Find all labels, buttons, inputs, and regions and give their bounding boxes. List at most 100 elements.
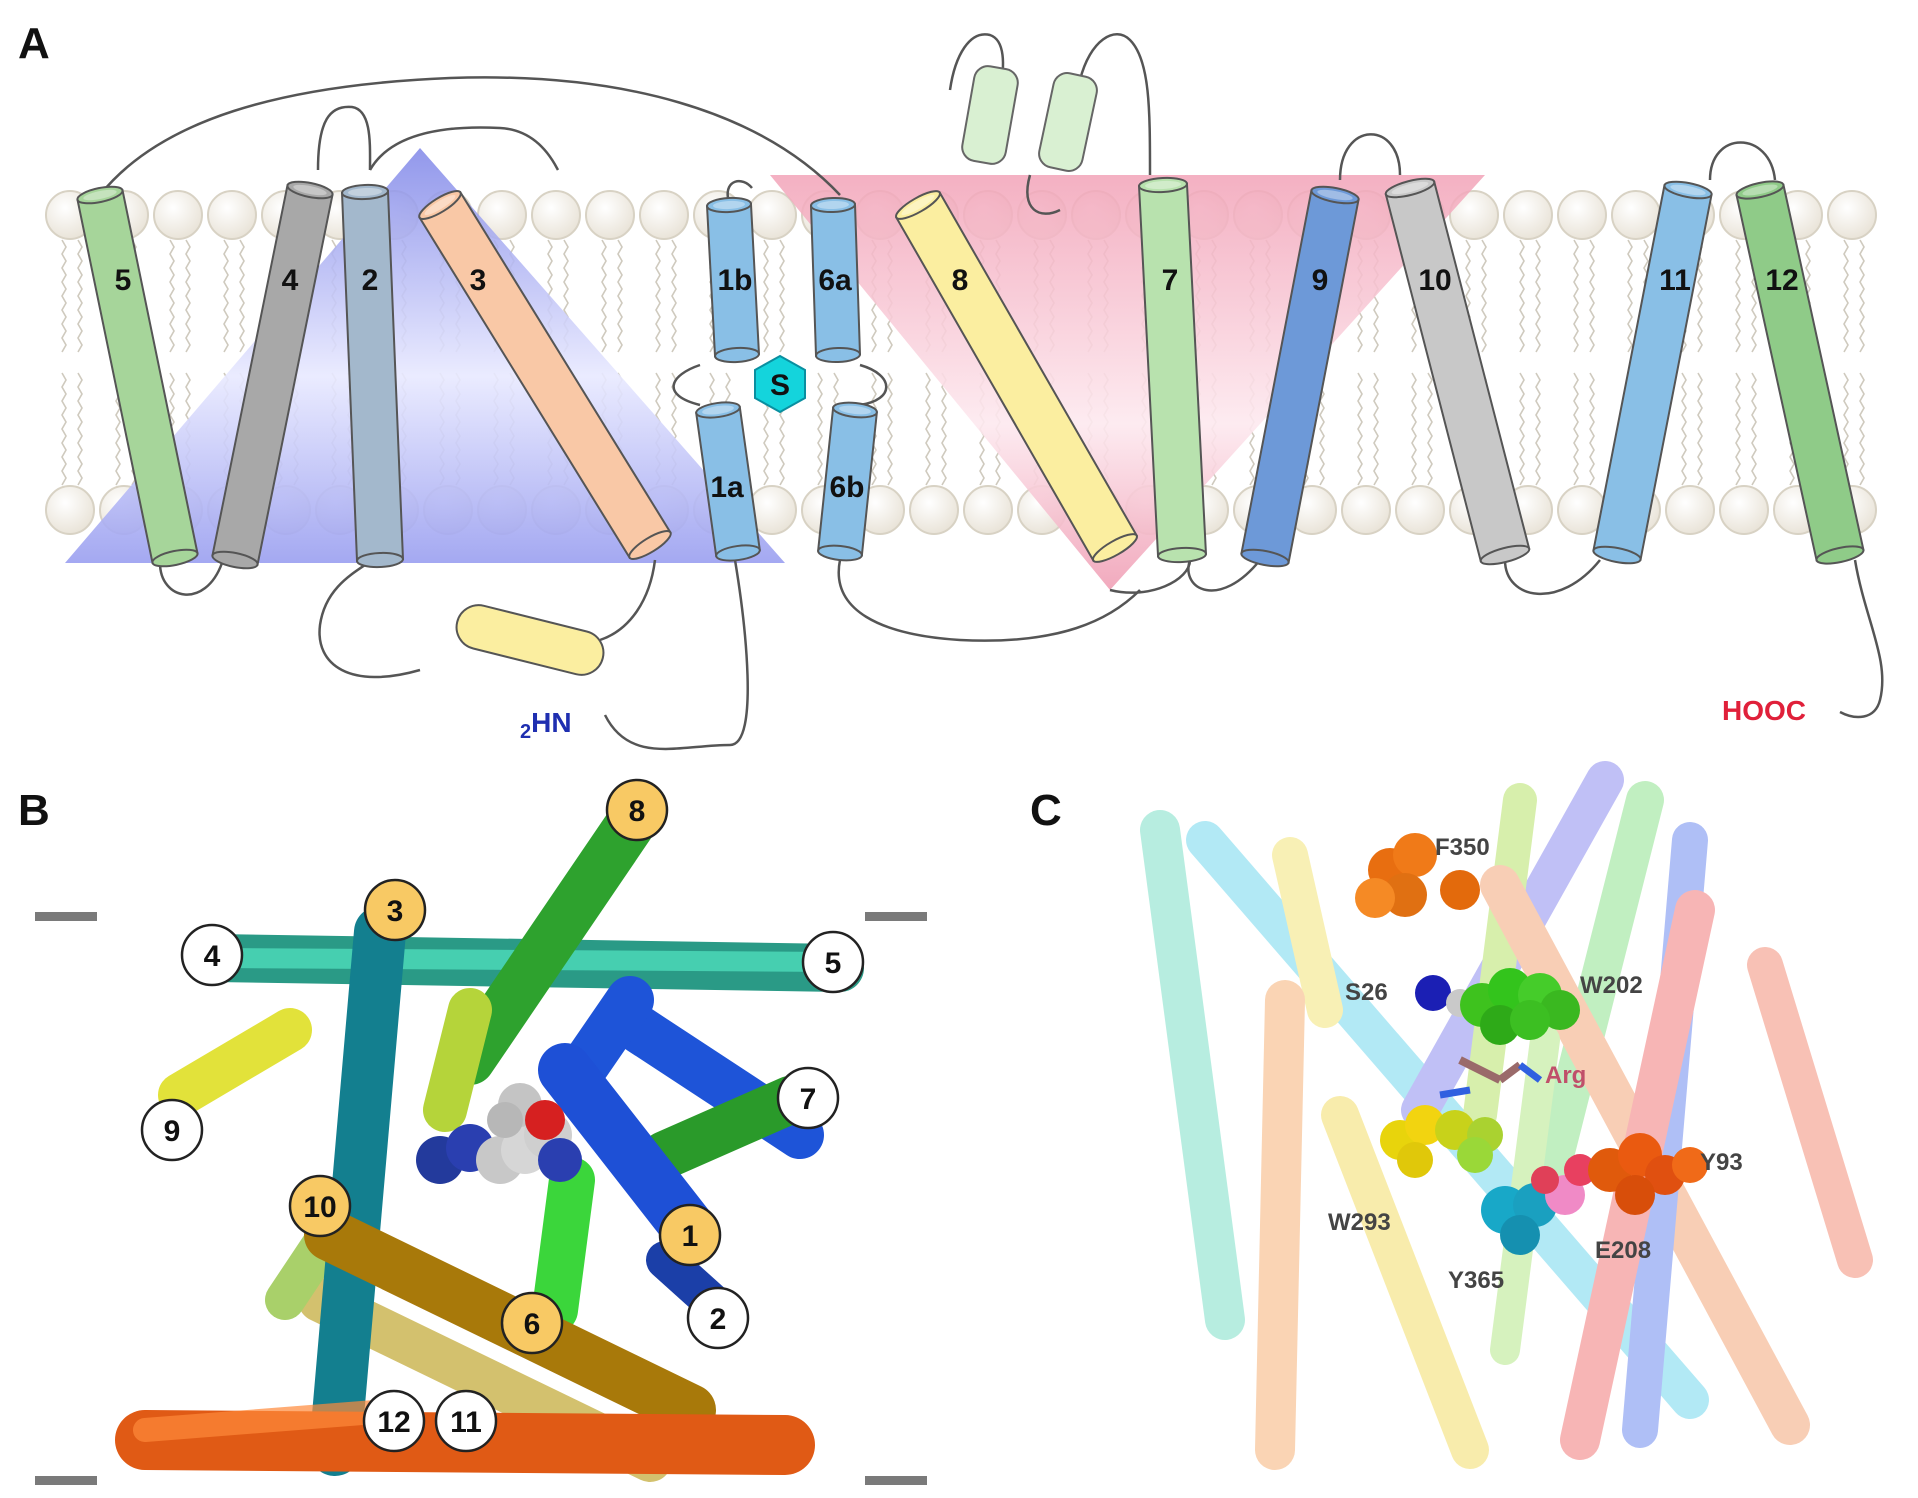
- residue-w293: [1380, 1105, 1503, 1178]
- helix-marker-label-1: 1: [682, 1220, 699, 1253]
- label-y93: Y93: [1700, 1149, 1743, 1176]
- panel-label-a: A: [18, 19, 50, 68]
- helix-marker-label-9: 9: [164, 1115, 181, 1148]
- helix-marker-label-11: 11: [450, 1406, 482, 1439]
- lipid-head: [1395, 485, 1445, 535]
- lipid-tail: [1411, 372, 1417, 486]
- lipid-head: [207, 190, 257, 240]
- helix-cap: [1138, 176, 1188, 194]
- lipid-tail: [617, 239, 623, 353]
- helix-marker-7: 7: [776, 1066, 840, 1130]
- ligand-arg-sticks: [1439, 1056, 1543, 1099]
- lipid-tail: [1697, 239, 1703, 353]
- lipid-tail: [185, 239, 191, 353]
- lipid-tail: [941, 372, 947, 486]
- residue-y93: [1588, 1133, 1708, 1215]
- lipid-tail: [1319, 372, 1325, 486]
- helix-cap: [706, 196, 752, 214]
- lipid-tail: [1843, 372, 1849, 486]
- helix-marker-4: 4: [180, 923, 244, 987]
- lipid-head: [585, 190, 635, 240]
- lipid-head: [1503, 190, 1553, 240]
- lipid-tail: [1697, 372, 1703, 486]
- lipid-tail: [1373, 372, 1379, 486]
- ligand-spheres: [416, 1083, 582, 1184]
- helix-rods-top-view: [115, 785, 864, 1482]
- lipid-tail: [1589, 372, 1595, 486]
- panel-b: B: [18, 778, 927, 1485]
- helix-marker-1: 1: [658, 1203, 722, 1267]
- residue-f350: [1355, 833, 1480, 918]
- helix-label-8: 8: [952, 264, 969, 297]
- n-terminus-subscript: 2: [520, 721, 531, 743]
- lipid-tail: [223, 239, 229, 353]
- lipid-tail: [1843, 239, 1849, 353]
- lipid-tail: [169, 239, 175, 353]
- helix-11: [1592, 180, 1713, 565]
- helix-marker-8: 8: [605, 778, 669, 842]
- helix-label-5: 5: [115, 264, 132, 297]
- helix-label-12: 12: [1765, 264, 1798, 297]
- lipid-head: [1611, 190, 1661, 240]
- helix-marker-label-10: 10: [303, 1191, 336, 1224]
- lipid-tail: [1357, 372, 1363, 486]
- panel-label-c: C: [1030, 786, 1062, 835]
- lipid-head: [531, 190, 581, 240]
- label-e208: E208: [1595, 1237, 1651, 1264]
- helix-marker-12: 12: [362, 1389, 426, 1453]
- lipid-tail: [1573, 239, 1579, 353]
- loop-connections: [99, 33, 1884, 751]
- lipid-tail: [1735, 372, 1741, 486]
- lipid-head: [1449, 190, 1499, 240]
- helix-cap: [895, 190, 941, 220]
- lipid-tail: [1627, 239, 1633, 353]
- helix-5: [76, 185, 199, 568]
- label-y365: Y365: [1448, 1267, 1504, 1294]
- lipid-tail: [779, 239, 785, 353]
- helix-10: [1384, 177, 1531, 566]
- lipid-tail: [655, 239, 661, 353]
- helix-9: [1240, 185, 1360, 568]
- helix-cap: [341, 183, 389, 201]
- lipid-tail: [925, 372, 931, 486]
- helix-marker-label-2: 2: [710, 1303, 727, 1336]
- lipid-tail: [77, 239, 83, 353]
- helix-7: [1137, 176, 1208, 564]
- label-s26: S26: [1345, 979, 1388, 1006]
- amphipathic-helix-n: [455, 604, 605, 676]
- helix-cap: [76, 185, 124, 205]
- helix-marker-11: 11: [434, 1389, 498, 1453]
- extracellular-helix-pair: [961, 65, 1098, 172]
- helix-3: [418, 190, 672, 560]
- lipid-tail: [601, 239, 607, 353]
- lipid-tail: [1859, 239, 1865, 353]
- helix-cap: [810, 196, 856, 214]
- helix-marker-label-4: 4: [204, 940, 221, 973]
- c-terminus-label: HOOC: [1722, 695, 1806, 726]
- panel-label-b: B: [18, 786, 50, 835]
- label-w293: W293: [1328, 1209, 1391, 1236]
- helix-label-11: 11: [1659, 264, 1691, 297]
- lipid-head: [639, 190, 689, 240]
- lipid-tail: [1859, 372, 1865, 486]
- lipid-tail: [817, 372, 823, 486]
- helix-6a: [809, 196, 862, 364]
- lipid-tail: [61, 372, 67, 486]
- lipid-head: [1341, 485, 1391, 535]
- helix-cap: [695, 401, 741, 419]
- lipid-tail: [77, 372, 83, 486]
- helix-cap: [1384, 177, 1436, 199]
- residue-e208: [1531, 1154, 1596, 1215]
- helix-marker-label-12: 12: [377, 1406, 410, 1439]
- lipid-head: [153, 190, 203, 240]
- lipid-head: [909, 485, 959, 535]
- helix-label-10: 10: [1418, 264, 1451, 297]
- helix-8: [894, 190, 1139, 563]
- lipid-tail: [1481, 239, 1487, 353]
- helix-6b: [817, 401, 878, 562]
- helix-label-2: 2: [362, 264, 379, 297]
- lipid-tail: [1735, 239, 1741, 353]
- helix-label-4: 4: [282, 264, 299, 297]
- helix-marker-3: 3: [363, 878, 427, 942]
